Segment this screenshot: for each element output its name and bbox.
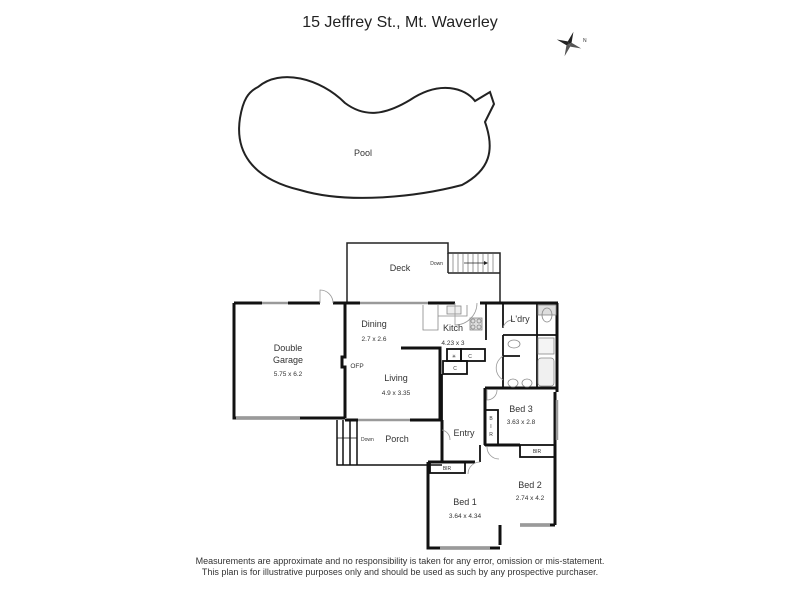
kitchen-dimensions: 4.23 x 3 [441, 340, 465, 347]
kitchen-label: Kitch [443, 323, 463, 333]
living-label: Living [384, 373, 408, 383]
garage-label-line1: Double [274, 343, 303, 353]
entry-label: Entry [453, 428, 475, 438]
disclaimer: Measurements are approximate and no resp… [0, 556, 800, 578]
bed3-label: Bed 3 [509, 404, 533, 414]
bed3-dimensions: 3.63 x 2.8 [507, 419, 536, 426]
garage-dimensions: 5.75 x 6.2 [274, 371, 303, 378]
bed3-robe-letter: I [490, 424, 491, 430]
windows [236, 301, 559, 550]
cupboard-label: C [453, 366, 457, 372]
interior-walls [429, 303, 557, 474]
bed2-robe-label: BIR [533, 449, 542, 455]
bed3-robe-letter: R [489, 432, 493, 438]
pool-outline [238, 76, 496, 199]
disclaimer-line-2: This plan is for illustrative purposes o… [201, 567, 599, 577]
porch-label: Porch [385, 434, 409, 444]
living-dimensions: 4.9 x 3.35 [382, 390, 411, 397]
bed3-robe-letter: B [489, 416, 493, 422]
ofp-label: OFP [350, 363, 363, 370]
door-swings [319, 289, 514, 475]
bed1-label: Bed 1 [453, 497, 477, 507]
bed2-label: Bed 2 [518, 480, 542, 490]
kitchen-benches [422, 304, 557, 388]
compass-north-label: N [583, 38, 587, 44]
bed1-dimensions: 3.64 x 4.34 [449, 513, 482, 520]
porch-stairs-label: Down [361, 437, 374, 443]
deck [346, 242, 501, 302]
deck-stairs-label: Down [430, 261, 443, 267]
cupboard-label: C [468, 354, 472, 360]
compass-rose-icon [556, 31, 582, 57]
garage-label-line2: Garage [273, 355, 303, 365]
pool-label: Pool [354, 148, 372, 158]
disclaimer-line-1: Measurements are approximate and no resp… [195, 556, 605, 566]
dining-label: Dining [361, 319, 387, 329]
dining-dimensions: 2.7 x 2.6 [362, 336, 387, 343]
bed2-dimensions: 2.74 x 4.2 [516, 495, 545, 502]
deck-label: Deck [390, 263, 411, 273]
page-title: 15 Jeffrey St., Mt. Waverley [302, 14, 498, 31]
bed1-robe-label: BIR [443, 466, 452, 472]
porch [336, 420, 442, 466]
laundry-label: L'dry [510, 314, 530, 324]
exhaust-icon: ✳ [452, 354, 456, 360]
